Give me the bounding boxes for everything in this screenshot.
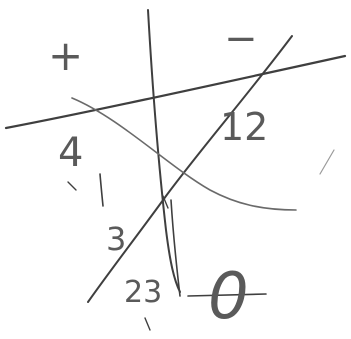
minus-label: −: [224, 16, 258, 62]
handwritten-labels: + − 4 12 3 23 0: [48, 16, 268, 334]
descending-curve: [71, 97, 297, 211]
small-vertical-stroke: [99, 173, 104, 207]
region-label-0: 0: [208, 260, 249, 334]
small-tick-near-four: [67, 181, 77, 191]
diagonal-line: [87, 35, 293, 303]
region-label-3: 3: [106, 220, 126, 258]
horizontal-axis-line: [4, 54, 347, 130]
ink-strokes: [4, 9, 347, 331]
plus-label: +: [48, 31, 83, 80]
small-dash-mark: [144, 317, 151, 331]
region-label-4: 4: [58, 130, 83, 176]
short-tick-mark: [162, 195, 169, 209]
lower-vertical-line: [170, 199, 181, 297]
zero-underline: [187, 293, 267, 297]
faint-edge-mark: [319, 149, 335, 175]
region-label-12: 12: [220, 105, 268, 149]
region-label-23: 23: [124, 275, 162, 310]
